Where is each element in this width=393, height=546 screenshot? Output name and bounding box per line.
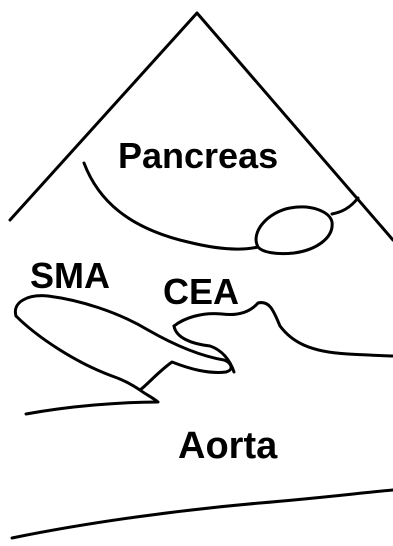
- cea-outline: [172, 301, 393, 358]
- sector-outline: [8, 11, 393, 242]
- pancreas-label: Pancreas: [118, 135, 278, 176]
- pancreas-oval-structure: [254, 205, 334, 256]
- cea-inner-edge: [172, 324, 236, 374]
- pancreas-boundary: [82, 161, 260, 251]
- aorta-label: Aorta: [178, 425, 278, 467]
- cea-label: CEA: [163, 271, 239, 312]
- aorta-wall-line: [10, 488, 393, 540]
- sma-lower-edge: [14, 314, 142, 392]
- sma-outline: [13, 294, 233, 416]
- sma-label: SMA: [30, 255, 110, 296]
- pancreas-extension-line: [330, 196, 360, 216]
